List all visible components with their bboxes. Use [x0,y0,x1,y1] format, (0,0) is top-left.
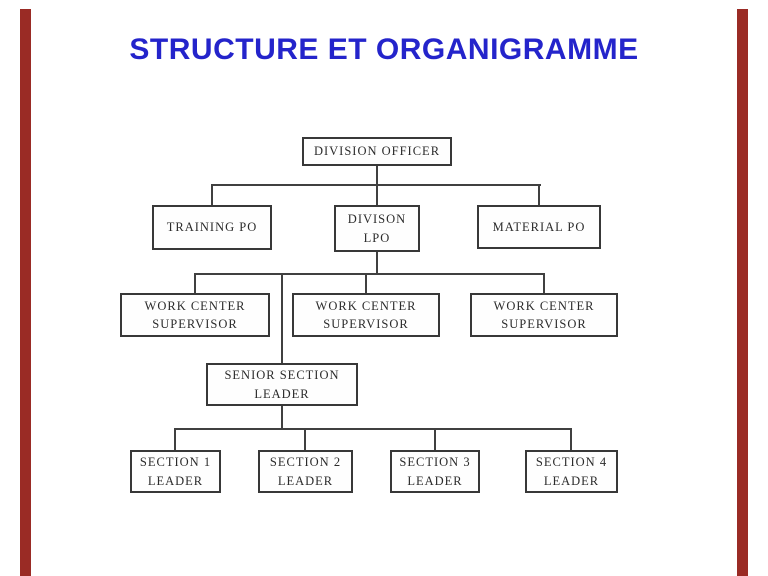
slide-title: STRUCTURE ET ORGANIGRAMME [129,33,639,66]
connector-line [281,406,283,428]
connector-line [376,166,378,184]
org-node-senior-section-leader: SENIOR SECTION LEADER [206,363,358,406]
connector-line [570,430,572,450]
org-node-section-2-leader: SECTION 2 LEADER [258,450,353,493]
connector-line [211,184,541,186]
org-node-material-po: MATERIAL PO [477,205,601,249]
connector-line [365,275,367,293]
org-node-training-po: TRAINING PO [152,205,272,250]
org-node-section-1-leader: SECTION 1 LEADER [130,450,221,493]
connector-line [194,273,545,275]
connector-line [538,186,540,205]
connector-line [376,252,378,273]
connector-line [434,430,436,450]
org-node-section-4-leader: SECTION 4 LEADER [525,450,618,493]
connector-line [194,275,196,293]
connector-line [174,430,176,450]
right-accent-bar [737,9,748,576]
connector-line [543,275,545,293]
connector-line [304,430,306,450]
org-node-work-center-supervisor-3: WORK CENTER SUPERVISOR [470,293,618,337]
org-node-division-lpo: DIVISON LPO [334,205,420,252]
org-node-section-3-leader: SECTION 3 LEADER [390,450,480,493]
connector-line [211,186,213,205]
org-node-division-officer: DIVISION OFFICER [302,137,452,166]
connector-line [281,275,283,363]
left-accent-bar [20,9,31,576]
connector-line [174,428,572,430]
org-node-work-center-supervisor-2: WORK CENTER SUPERVISOR [292,293,440,337]
connector-line [376,186,378,205]
org-node-work-center-supervisor-1: WORK CENTER SUPERVISOR [120,293,270,337]
